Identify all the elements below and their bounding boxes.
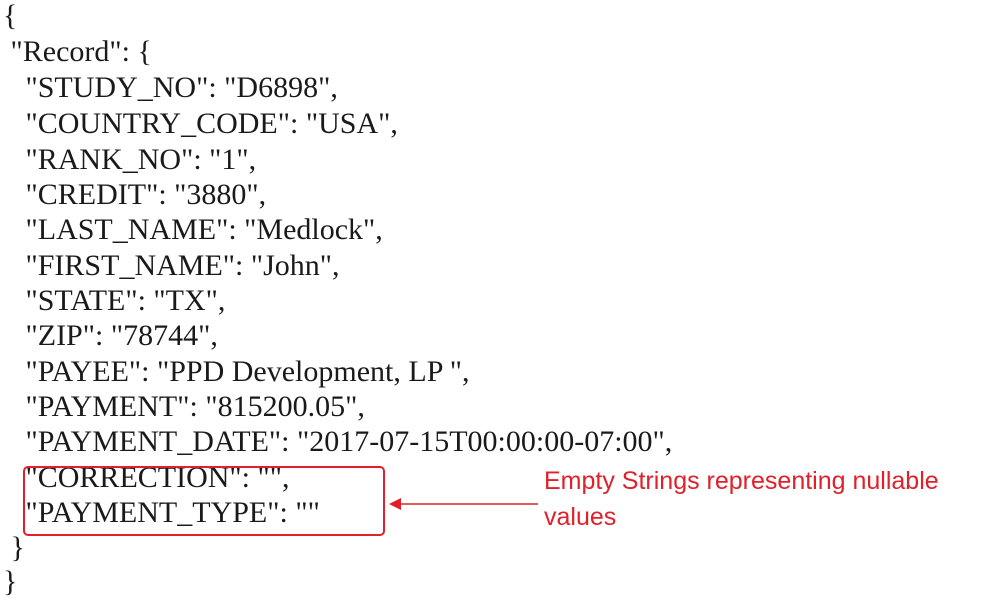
json-line-study-no: "STUDY_NO": "D6898", xyxy=(3,71,338,104)
json-line-zip: "ZIP": "78744", xyxy=(3,319,218,352)
json-line-payee: "PAYEE": "PPD Development, LP ", xyxy=(3,355,470,388)
json-line-close-brace: } xyxy=(3,565,18,598)
json-line-rank-no: "RANK_NO": "1", xyxy=(3,143,257,176)
json-line-inner-close-brace: } xyxy=(3,531,25,564)
arrow-left-icon xyxy=(389,498,538,510)
json-line-state: "STATE": "TX", xyxy=(3,284,226,317)
json-line-first-name: "FIRST_NAME": "John", xyxy=(3,249,340,282)
json-line-payment: "PAYMENT": "815200.05", xyxy=(3,390,365,423)
json-line-payment-date: "PAYMENT_DATE": "2017-07-15T00:00:00-07:… xyxy=(3,425,673,458)
nullable-fields-highlight-box xyxy=(23,466,385,536)
json-line-country-code: "COUNTRY_CODE": "USA", xyxy=(3,107,398,140)
json-line-payment-type: "PAYMENT_TYPE": "" xyxy=(3,496,320,529)
nullable-values-annotation: Empty Strings representing nullable valu… xyxy=(544,467,939,531)
json-line-record-key: "Record": { xyxy=(3,35,152,68)
json-line-last-name: "LAST_NAME": "Medlock", xyxy=(3,213,383,246)
json-line-credit: "CREDIT": "3880", xyxy=(3,178,267,211)
json-line-open-brace: { xyxy=(3,0,18,32)
